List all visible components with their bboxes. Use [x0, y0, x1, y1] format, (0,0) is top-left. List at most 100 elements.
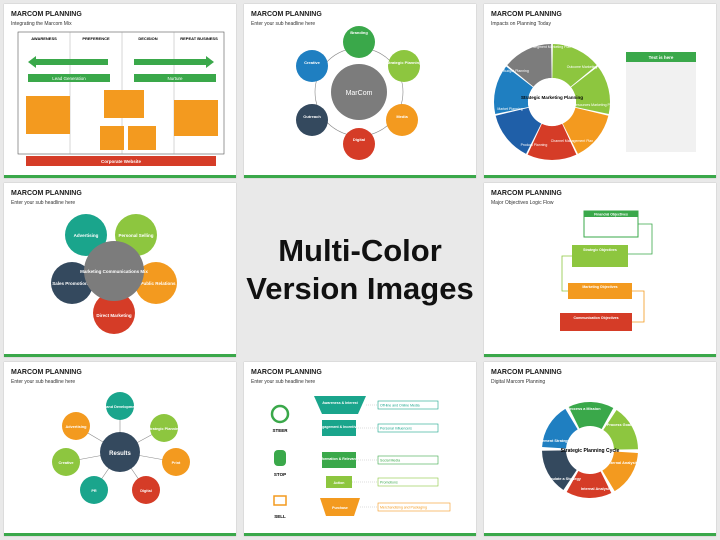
- segment-label: Outcome Marketing Plan: [567, 65, 606, 69]
- cycle-arrow: [542, 408, 578, 449]
- segment-label: Market Planning: [497, 107, 522, 111]
- planning-cycle-diagram: Process a Mission Process Goals External…: [534, 402, 638, 498]
- funnel-step: Engagement & Incentives: [318, 425, 361, 429]
- segment-label: Budget Planning: [503, 69, 529, 73]
- stage-stop: STOP: [274, 472, 286, 477]
- cycle-step: Implement Strategy: [534, 439, 570, 443]
- shopping-cart-icon: [273, 495, 287, 506]
- slide-subtitle: Digital Marcom Planning: [491, 379, 546, 385]
- mix-center-label: Marketing Communications Mix: [80, 269, 148, 274]
- cycle-step: Process Goals: [607, 423, 633, 427]
- node-strategic-planning: Strategic Planning: [386, 60, 422, 65]
- steer-stop-sell-funnel: STEER STOP SELL Awareness & Interest Eng…: [270, 396, 451, 519]
- header-decision: DECISION: [138, 36, 157, 41]
- results-hub-diagram: Brand Development Strategic Planning Pri…: [52, 392, 190, 504]
- text-box-header: Text is here: [649, 55, 674, 60]
- channel-label: Promotions: [380, 481, 398, 485]
- segment-label: Product Planning: [521, 143, 548, 147]
- petal-public-relations: Public Relations: [140, 281, 176, 286]
- channel-label: Merchandising and Packaging: [380, 506, 427, 510]
- cycle-arrow: [542, 450, 577, 490]
- header-preference: PREFERENCE: [82, 36, 110, 41]
- node-creative: Creative: [59, 461, 74, 465]
- slide-subtitle: Enter your sub headline here: [251, 379, 316, 385]
- box-financial-objectives: Financial Objectives: [594, 213, 628, 217]
- segment-label: Channel Management Plan: [551, 139, 593, 143]
- cycle-step: Process a Mission: [567, 407, 601, 411]
- funnel-step: Purchase: [332, 506, 348, 510]
- slide-thumbnail-1[interactable]: MARCOM PLANNING Integrating the Marcom M…: [4, 4, 236, 178]
- cycle-arrow: [602, 451, 638, 492]
- nurture-bar: Nurture: [167, 76, 183, 81]
- cycle-arrow: [568, 402, 614, 430]
- box-communication-objectives: Communication Objectives: [573, 316, 618, 320]
- cycle-arrows: [542, 402, 638, 498]
- node-strategic-planning: Strategic Planning: [147, 427, 181, 431]
- node-branding: Branding: [350, 30, 368, 35]
- cycle-step: External Analysis: [606, 461, 638, 465]
- node-advertising: Advertising: [66, 425, 88, 429]
- segment-label: Segment Marketing Plan: [533, 45, 571, 49]
- slide-title: MARCOM PLANNING: [251, 369, 322, 376]
- wheel-segment: [552, 44, 597, 87]
- wheel-segment: [570, 66, 610, 115]
- node-creative: Creative: [304, 60, 321, 65]
- wheel-segment: [507, 44, 552, 87]
- slide-subtitle: Enter your sub headline here: [251, 21, 316, 27]
- cycle-arrow: [603, 410, 638, 450]
- slide-thumbnail-4[interactable]: MARCOM PLANNING Enter your sub headline …: [4, 183, 236, 357]
- slide-thumbnail-6[interactable]: MARCOM PLANNING Enter your sub headline …: [4, 362, 236, 536]
- marcom-center-label: MarCom: [346, 90, 373, 97]
- wheel-segments: [494, 44, 610, 160]
- node-digital: Digital: [353, 137, 365, 142]
- funnel-step: Information & Relevance: [318, 457, 359, 461]
- corporate-website-bar: Corporate Website: [101, 159, 141, 164]
- wheel-center-label: Strategic Marketing Planning: [521, 95, 583, 100]
- node-brand-development: Brand Development: [102, 405, 139, 409]
- slide-title: MARCOM PLANNING: [11, 369, 82, 376]
- hand-stop-icon: [274, 450, 286, 466]
- box-marketing-objectives: Marketing Objectives: [582, 285, 617, 289]
- petal-advertising: Advertising: [74, 233, 99, 238]
- slide-title: MARCOM PLANNING: [491, 190, 562, 197]
- node-print: Print: [172, 461, 181, 465]
- cycle-center-label: Strategic Planning Cycle: [561, 448, 620, 454]
- slide-title: MARCOM PLANNING: [491, 11, 562, 18]
- results-center-label: Results: [109, 451, 131, 457]
- planning-wheel-diagram: Strategic Marketing Planning Segment Mar…: [494, 44, 696, 160]
- stage-steer: STEER: [272, 428, 288, 433]
- node-media: Media: [396, 114, 408, 119]
- page-caption: Multi-Color Version Images: [244, 232, 476, 308]
- slide-thumbnail-2[interactable]: MARCOM PLANNING Enter your sub headline …: [244, 4, 476, 178]
- slide-subtitle: Enter your sub headline here: [11, 200, 76, 206]
- slide-thumbnail-5[interactable]: MARCOM PLANNING Major Objectives Logic F…: [484, 183, 716, 357]
- wheel-segment: [494, 66, 534, 115]
- box-strategic-objectives: Strategic Objectives: [583, 248, 617, 252]
- slide-thumbnail-7[interactable]: MARCOM PLANNING Enter your sub headline …: [244, 362, 476, 536]
- slide-subtitle: Enter your sub headline here: [11, 379, 76, 385]
- cycle-step: Formulate a Strategy: [543, 477, 582, 481]
- petal-direct-marketing: Direct Marketing: [96, 313, 132, 318]
- slide-subtitle: Impacts on Planning Today: [491, 21, 551, 27]
- funnel-step: Awareness & Interest: [322, 401, 358, 405]
- node-outreach: Outreach: [303, 114, 321, 119]
- slide-title: MARCOM PLANNING: [11, 190, 82, 197]
- header-repeat-business: REPEAT BUSINESS: [180, 36, 218, 41]
- channel-label: Personal Influencers: [380, 427, 412, 431]
- caption-line-2: Version Images: [246, 271, 474, 306]
- slide-title: MARCOM PLANNING: [11, 11, 82, 18]
- node-pr: PR: [91, 489, 97, 493]
- funnel-step: Action: [334, 481, 345, 485]
- slide-thumbnail-8[interactable]: MARCOM PLANNING Digital Marcom Planning …: [484, 362, 716, 536]
- steering-wheel-icon: [270, 404, 290, 424]
- cycle-step: Internal Analysis: [581, 487, 611, 491]
- slide-title: MARCOM PLANNING: [491, 369, 562, 376]
- slide-thumbnail-3[interactable]: MARCOM PLANNING Impacts on Planning Toda…: [484, 4, 716, 178]
- wheel-segment: [562, 107, 609, 154]
- header-awareness: AWARENESS: [31, 36, 57, 41]
- petal-sales-promotion: Sales Promotion: [52, 281, 88, 286]
- lead-generation-bar: Lead Generation: [52, 76, 86, 81]
- marcom-hub-diagram: MarCom Branding Strategic Planning Media…: [296, 26, 422, 160]
- wheel-segment: [527, 123, 577, 160]
- objectives-flow-diagram: Financial Objectives Strategic Objective…: [560, 210, 653, 331]
